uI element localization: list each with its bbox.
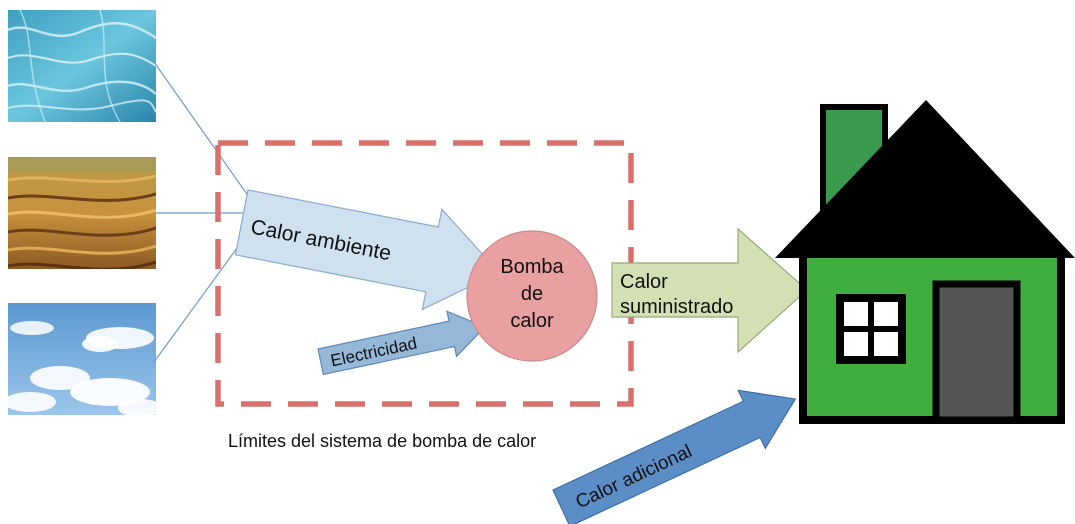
water-connector-line — [153, 61, 257, 208]
water-photo-icon — [8, 10, 156, 122]
supplied-heat-label-line2: suministrado — [620, 296, 733, 318]
additional-heat-arrow: Calor adicional — [552, 389, 797, 524]
house-roof — [775, 100, 1075, 258]
supplied-heat-label-line1: Calor — [620, 271, 668, 293]
window — [836, 294, 906, 364]
electricity-arrow: Electricidad — [317, 310, 487, 376]
heat-pump-label-line2: de — [521, 283, 543, 305]
door — [932, 280, 1021, 424]
house-icon — [775, 100, 1075, 424]
boundary-caption: Límites del sistema de bomba de calor — [228, 431, 536, 451]
heat-pump-label-line3: calor — [510, 310, 554, 332]
supplied-heat-arrow: Calor suministrado — [611, 227, 808, 354]
ambient-heat-arrow: Calor ambiente — [234, 189, 500, 311]
soil-field-photo-icon — [8, 157, 156, 269]
heat-pump-label-line1: Bomba — [500, 256, 564, 278]
heat-pump-circle: Bomba de calor — [466, 230, 598, 362]
source-connectors — [153, 61, 257, 363]
sky-clouds-photo-icon — [8, 303, 156, 415]
